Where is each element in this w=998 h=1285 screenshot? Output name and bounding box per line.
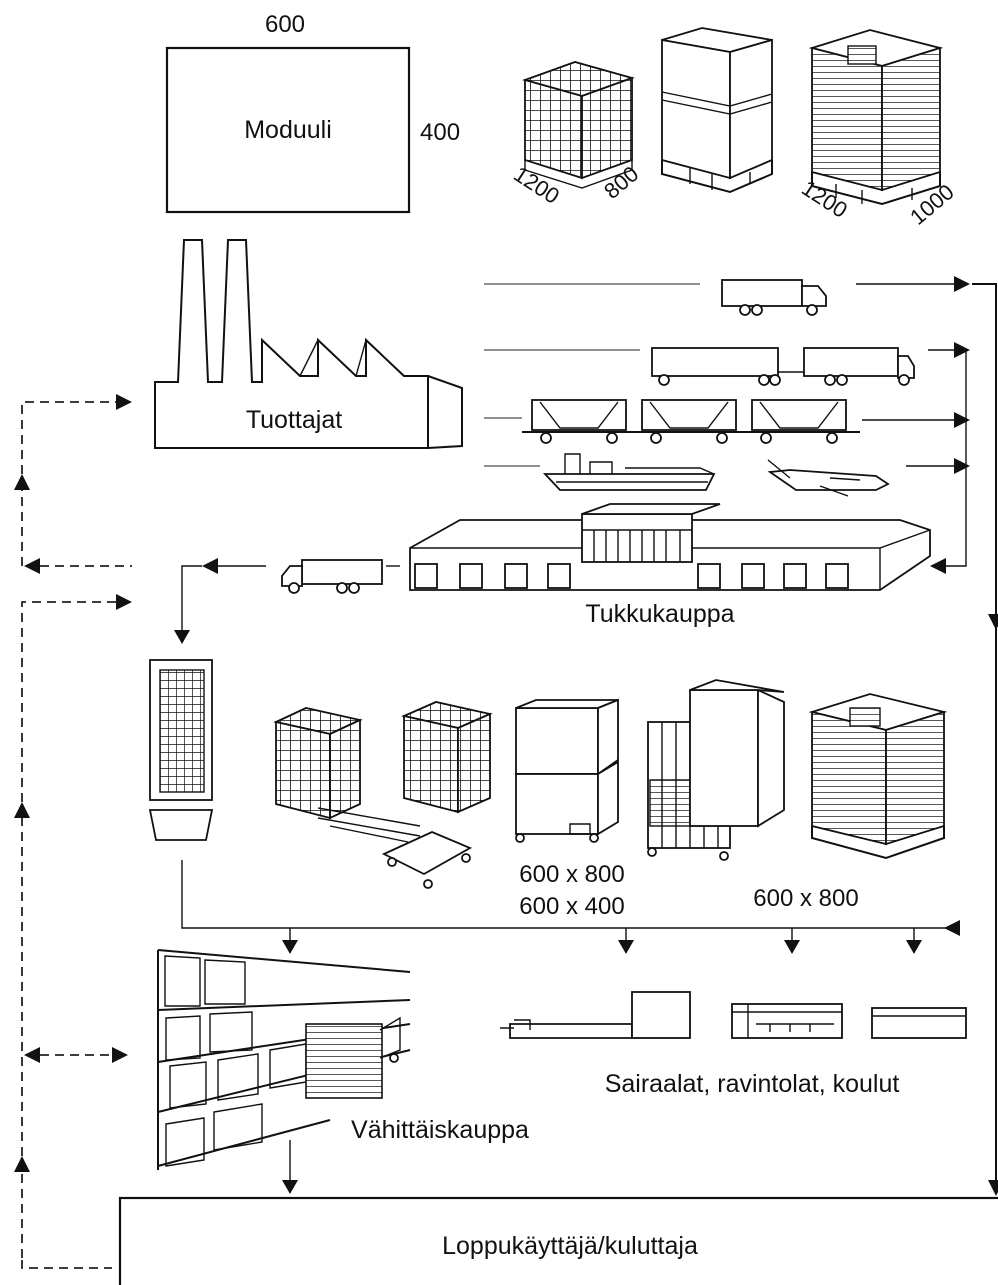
arrow-right-icon (954, 458, 970, 474)
arrow-down-icon (174, 630, 190, 644)
arrow-up-icon (14, 1156, 30, 1172)
arrow-left-icon (24, 1047, 40, 1063)
pallet-stack-2-icon (404, 702, 490, 812)
end-user-label: Loppukäyttäjä/kuluttaja (442, 1232, 698, 1260)
warehouse-icon (410, 504, 930, 590)
institution-buildings-icon (500, 992, 966, 1038)
cabinet-icon (690, 680, 784, 826)
arrow-left-icon (930, 558, 946, 574)
arrow-right-icon (954, 412, 970, 428)
wrapped-pallet-icon (662, 28, 772, 192)
box-pallet-icon (812, 30, 940, 204)
roll-container-size-line1: 600 x 800 (519, 861, 624, 888)
arrow-down-icon (282, 940, 298, 954)
pallet-dim-1000-label: 1000 (905, 179, 959, 230)
wholesale-label: Tukkukauppa (585, 600, 734, 628)
arrow-down-icon (282, 1180, 298, 1194)
truck-icon (722, 280, 826, 315)
module-label: Moduuli (244, 116, 332, 144)
arrow-up-icon (14, 474, 30, 490)
box-pallet-2-icon (812, 694, 944, 858)
arrow-right-icon (954, 342, 970, 358)
arrow-right-icon (112, 1047, 128, 1063)
arrow-right-icon (116, 594, 132, 610)
road-train-icon (652, 348, 914, 385)
delivery-truck-icon (282, 560, 382, 593)
rail-wagons-icon (522, 400, 860, 443)
cargo-ship-icon (545, 454, 714, 490)
arrow-down-icon (988, 614, 998, 630)
display-rack-icon (150, 660, 212, 840)
grid-pallet-icon (525, 62, 632, 188)
pallet-dim-1200b-label: 1200 (797, 175, 852, 223)
arrow-right-icon (954, 276, 970, 292)
pallet-stack-1-icon (276, 708, 420, 842)
factory-icon: Tuottajat (155, 240, 462, 448)
producers-label: Tuottajat (246, 406, 342, 434)
arrow-down-icon (618, 940, 634, 954)
arrow-down-icon (988, 1180, 998, 1196)
container-icon (516, 700, 618, 842)
arrow-up-icon (14, 802, 30, 818)
arrow-left-icon (24, 558, 40, 574)
arrow-down-icon (784, 940, 800, 954)
airplane-icon (768, 460, 888, 496)
module-width-label: 600 (265, 11, 305, 38)
module-box: Moduuli 600 400 (167, 11, 460, 212)
pallet-size-label: 600 x 800 (753, 885, 858, 912)
roll-container-size-line2: 600 x 400 (519, 893, 624, 920)
retail-label: Vähittäiskauppa (351, 1116, 529, 1144)
arrow-left-icon (202, 558, 218, 574)
arrow-down-icon (906, 940, 922, 954)
arrow-left-icon (944, 920, 960, 936)
institutions-label: Sairaalat, ravintolat, koulut (605, 1070, 900, 1098)
arrow-right-icon (116, 394, 132, 410)
module-height-label: 400 (420, 119, 460, 146)
